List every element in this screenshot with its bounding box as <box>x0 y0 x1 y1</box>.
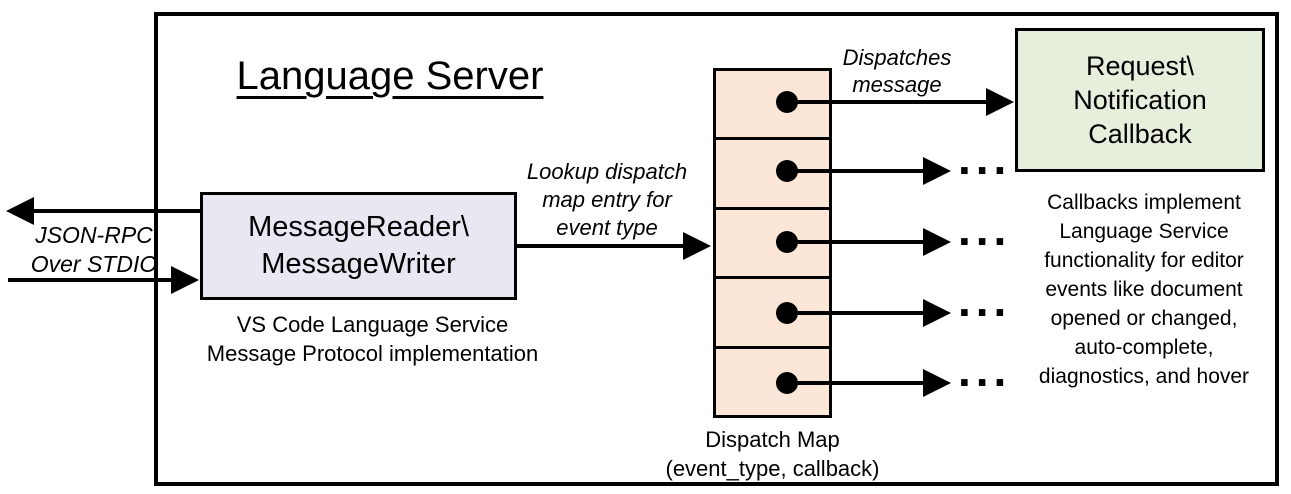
message-box-caption-line1: VS Code Language Service <box>236 312 509 337</box>
more-callbacks-ellipsis: ... <box>958 203 1012 255</box>
dispatches-label-line2: message <box>852 72 942 97</box>
diagram-title: Language Server <box>236 54 544 98</box>
lookup-label-line3: event type <box>556 215 658 240</box>
callback-box-line1: Request\ <box>1085 51 1195 81</box>
callback-box-line3: Callback <box>1088 119 1192 149</box>
dispatch-map-cell <box>716 345 829 415</box>
message-box-caption-line2: Message Protocol implementation <box>206 341 539 366</box>
more-callbacks-ellipsis: ... <box>958 344 1012 396</box>
message-box-caption: VS Code Language Service Message Protoco… <box>190 310 555 368</box>
dispatch-map-caption: Dispatch Map (event_type, callback) <box>650 425 895 483</box>
dispatches-message-label: Dispatches message <box>817 44 977 98</box>
dispatch-map-caption-line2: (event_type, callback) <box>665 456 880 481</box>
dispatch-map-cell <box>716 206 829 276</box>
message-reader-writer-box: MessageReader\ MessageWriter <box>200 192 517 300</box>
dispatches-label-line1: Dispatches <box>842 45 952 70</box>
callbacks-note-line: opened or changed, <box>1050 307 1238 330</box>
callbacks-note-line: auto-complete, <box>1074 336 1214 359</box>
stdio-label: JSON-RPC Over STDIO <box>18 221 170 279</box>
dispatch-map-cell <box>716 71 829 137</box>
stdio-label-line1: JSON-RPC <box>35 222 153 248</box>
more-callbacks-ellipsis: ... <box>958 132 1012 184</box>
callbacks-note-line: Language Service <box>1059 220 1229 243</box>
lookup-dispatch-label: Lookup dispatch map entry for event type <box>517 158 697 242</box>
stdio-label-line2: Over STDIO <box>30 251 158 277</box>
dispatch-map-caption-line1: Dispatch Map <box>705 427 840 452</box>
more-callbacks-ellipsis: ... <box>958 274 1012 326</box>
callbacks-note-line: functionality for editor <box>1044 249 1244 272</box>
lookup-label-line1: Lookup dispatch <box>526 159 688 184</box>
message-reader-line: MessageReader\ <box>248 211 469 243</box>
dispatch-map-cell <box>716 137 829 206</box>
callbacks-note-line: diagnostics, and hover <box>1038 365 1250 388</box>
callback-box-line2: Notification <box>1073 85 1207 115</box>
request-notification-callback-box: Request\ Notification Callback <box>1015 28 1265 172</box>
callbacks-note-line: events like document <box>1045 278 1243 301</box>
callbacks-note-line: Callbacks implement <box>1047 191 1241 214</box>
lookup-label-line2: map entry for <box>542 187 672 212</box>
message-writer-line: MessageWriter <box>261 248 456 280</box>
dispatch-map-cell <box>716 276 829 345</box>
dispatch-map <box>713 68 832 418</box>
callbacks-note: Callbacks implement Language Service fun… <box>1020 188 1268 391</box>
